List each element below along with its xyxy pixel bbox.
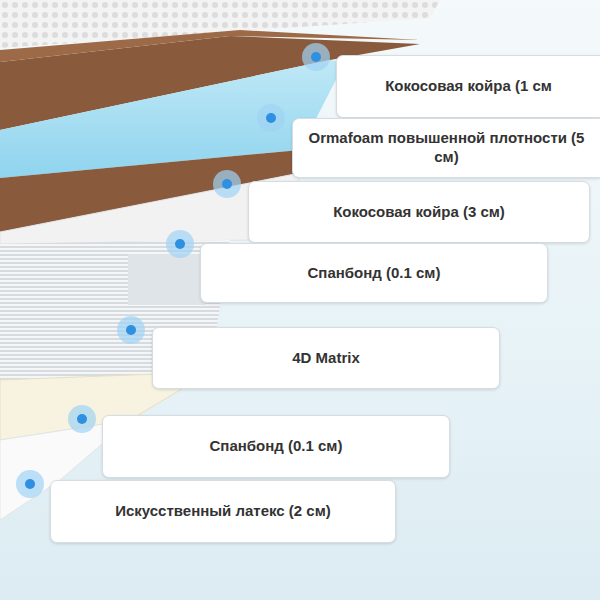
callout-box: Ormafoam повышенной плотности (5 см) xyxy=(292,118,600,178)
callout-label: Спанбонд (0.1 см) xyxy=(308,264,441,283)
callout-box: Спанбонд (0.1 см) xyxy=(102,415,450,478)
callout-box: Искусственный латекс (2 см) xyxy=(50,480,396,543)
callout-box: Кокосовая койра (1 см xyxy=(336,55,600,118)
callout-box: Кокосовая койра (3 см) xyxy=(248,181,590,243)
callout-box: Спанбонд (0.1 см) xyxy=(200,243,548,303)
callout-label: Ormafoam повышенной плотности (5 см) xyxy=(305,129,589,167)
spring-cutaway xyxy=(128,254,205,305)
callout-label: Искусственный латекс (2 см) xyxy=(115,502,331,521)
callout-label: Кокосовая койра (1 см xyxy=(385,77,552,96)
callout-box: 4D Matrix xyxy=(152,327,500,389)
callout-label: Кокосовая койра (3 см) xyxy=(333,203,505,222)
callout-label: 4D Matrix xyxy=(292,349,360,368)
callout-label: Спанбонд (0.1 см) xyxy=(210,437,343,456)
